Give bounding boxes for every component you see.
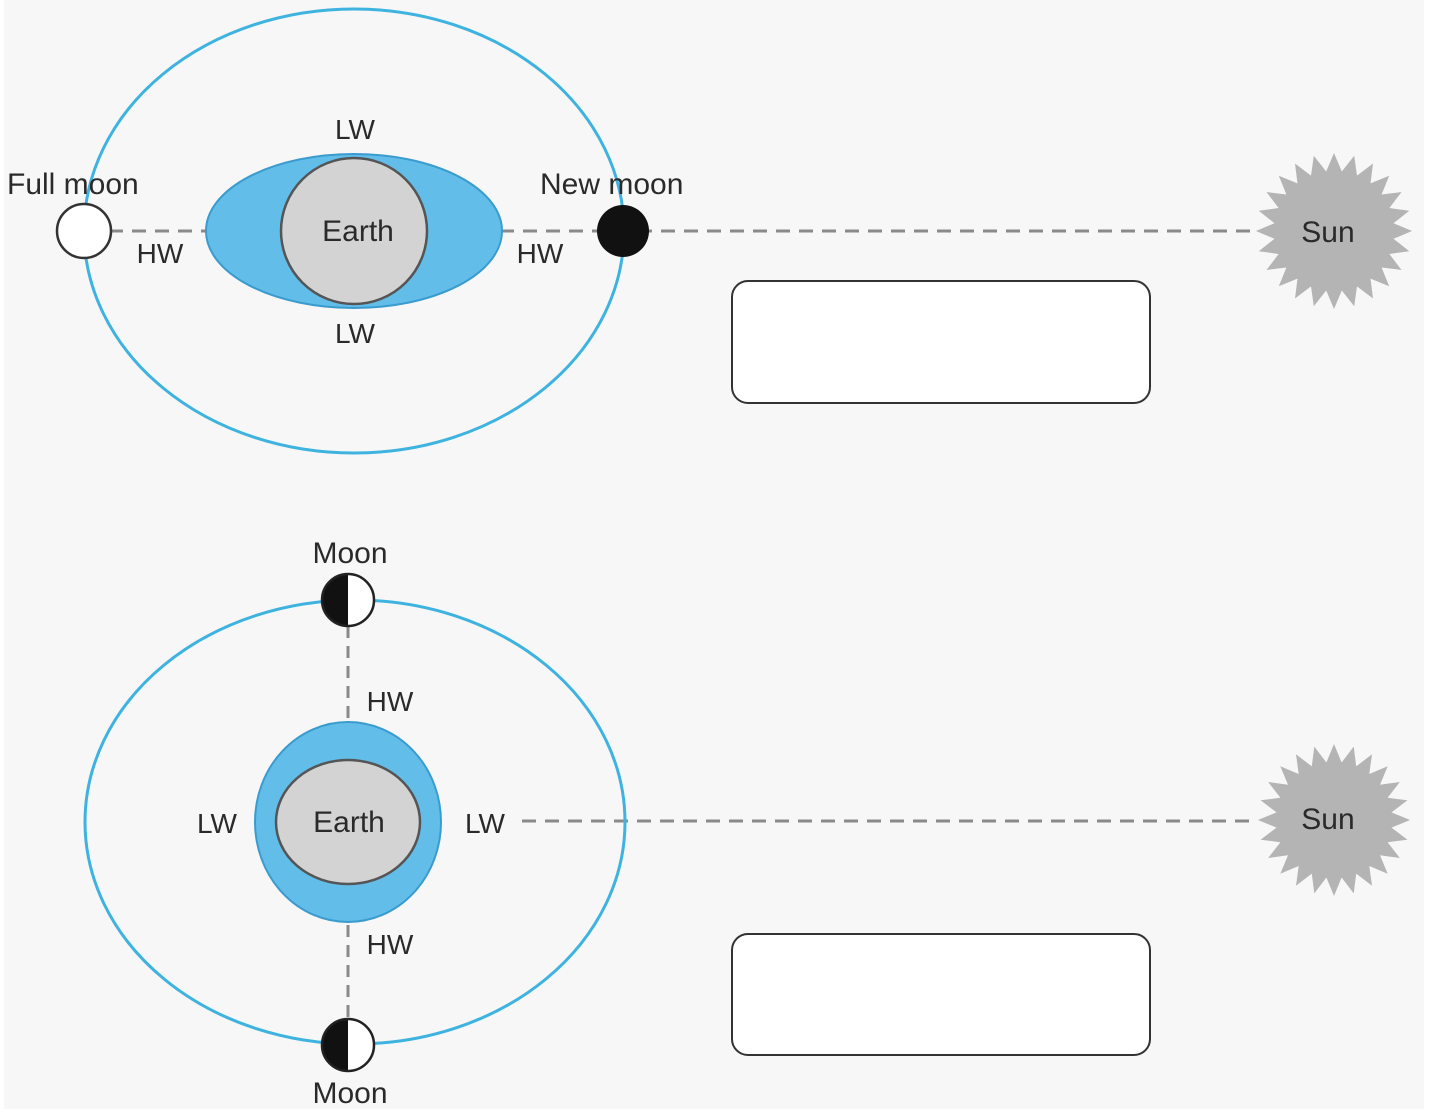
full-moon-icon — [55, 202, 113, 260]
half-moon-icon — [320, 572, 376, 628]
moon-bottom-label: Moon — [312, 1077, 387, 1109]
diagram-panel — [4, 0, 1424, 1109]
low-water-right-label: LW — [465, 808, 505, 839]
low-water-bottom-label: LW — [335, 318, 375, 349]
full-moon-label: Full moon — [7, 168, 139, 201]
high-water-top-label: HW — [367, 686, 414, 717]
half-moon-icon — [320, 1017, 376, 1073]
answer-box-bottom[interactable] — [731, 933, 1151, 1056]
earth — [274, 758, 422, 886]
low-water-top-label: LW — [335, 114, 375, 145]
sun-label: Sun — [1301, 216, 1354, 249]
new-moon-icon — [597, 205, 649, 257]
new-moon-label: New moon — [540, 168, 683, 201]
high-water-right-label: HW — [517, 238, 564, 269]
spring-tide-diagram: Earth Full moon New moon LW LW HW HW Sun — [7, 7, 1412, 455]
sun-label: Sun — [1301, 803, 1354, 836]
earth-label: Earth — [313, 806, 385, 839]
earth — [279, 156, 429, 306]
sun-icon — [1258, 744, 1410, 896]
answer-box-top[interactable] — [731, 280, 1151, 404]
high-water-left-label: HW — [137, 238, 184, 269]
earth-label: Earth — [322, 215, 394, 248]
high-water-bottom-label: HW — [367, 929, 414, 960]
moon-top-label: Moon — [312, 537, 387, 570]
sun-icon — [1256, 153, 1412, 309]
neap-tide-diagram: Earth Moon Moon HW HW LW LW Sun — [83, 537, 1410, 1109]
low-water-left-label: LW — [197, 808, 237, 839]
